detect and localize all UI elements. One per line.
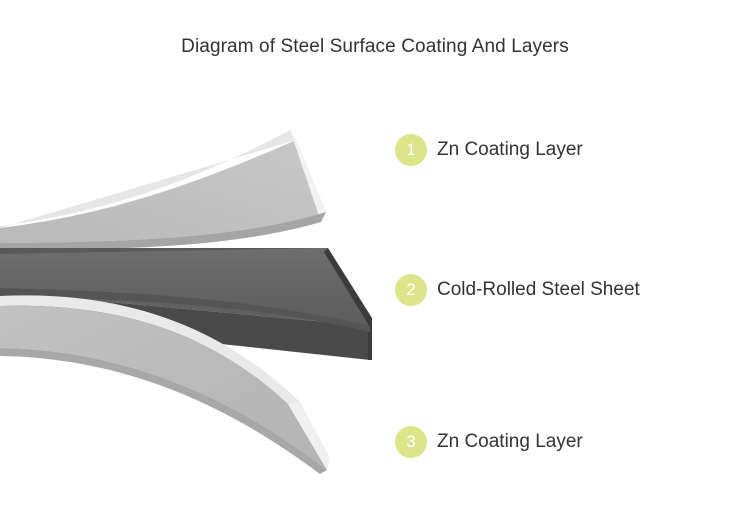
legend-item-zn-coating-bottom: 3 Zn Coating Layer — [395, 426, 583, 458]
legend-label: Zn Coating Layer — [437, 431, 583, 452]
zn-coating-layer-top — [0, 130, 326, 250]
diagram-title: Diagram of Steel Surface Coating And Lay… — [181, 36, 569, 57]
zn-coating-layer-bottom — [0, 295, 330, 474]
legend-item-zn-coating-top: 1 Zn Coating Layer — [395, 134, 583, 166]
legend-item-steel-sheet: 2 Cold-Rolled Steel Sheet — [395, 274, 640, 306]
layer-number-badge: 2 — [395, 274, 427, 306]
layer-number-badge: 3 — [395, 426, 427, 458]
layer-number-badge: 1 — [395, 134, 427, 166]
legend-label: Cold-Rolled Steel Sheet — [437, 279, 640, 300]
legend-label: Zn Coating Layer — [437, 139, 583, 160]
